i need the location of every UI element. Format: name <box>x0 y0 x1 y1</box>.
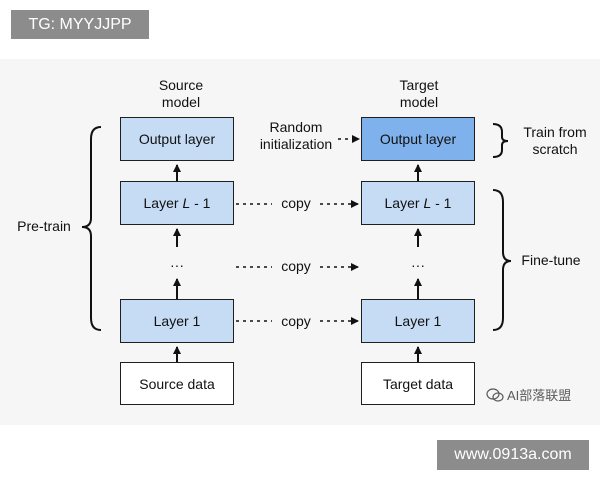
train-from-scratch-label: Train from scratch <box>516 124 594 158</box>
target-model-heading: Target model <box>374 77 464 111</box>
random-init-line2: initialization <box>259 136 333 152</box>
target-layer-first: Layer 1 <box>361 299 475 343</box>
source-heading-line2: model <box>161 94 201 110</box>
pretrain-brace <box>81 126 102 331</box>
diagram-background <box>0 59 600 425</box>
train-scratch-line2: scratch <box>532 141 578 157</box>
source-ellipsis: ··· <box>170 257 184 273</box>
source-layer-last: Layer L - 1 <box>120 181 234 225</box>
source-heading-line1: Source <box>158 77 204 93</box>
pretrain-label: Pre-train <box>17 218 71 234</box>
source-layer-first: Layer 1 <box>120 299 234 343</box>
train-scratch-line1: Train from <box>523 124 587 140</box>
finetune-label: Fine-tune <box>521 252 581 268</box>
bottom-tag: www.0913a.com <box>437 440 589 470</box>
target-data-box: Target data <box>361 362 475 405</box>
target-heading-line1: Target <box>399 77 439 93</box>
finetune-brace <box>492 189 512 331</box>
source-data-box: Source data <box>120 362 234 405</box>
source-model-heading: Source model <box>136 77 226 111</box>
target-output-layer: Output layer <box>361 117 475 161</box>
wechat-icon <box>486 387 504 402</box>
random-init-line1: Random <box>269 119 323 135</box>
random-initialization-label: Random initialization <box>248 119 344 153</box>
source-layer-last-label: Layer L - 1 <box>143 195 211 211</box>
target-layer-last-label: Layer L - 1 <box>384 195 452 211</box>
source-output-layer: Output layer <box>120 117 234 161</box>
copy-label-top: copy <box>275 195 317 212</box>
target-ellipsis: ··· <box>411 257 425 273</box>
top-tag: TG: MYYJJPP <box>11 10 149 39</box>
copy-label-bottom: copy <box>275 313 317 330</box>
watermark: AI部落联盟 <box>486 385 571 404</box>
target-heading-line2: model <box>399 94 439 110</box>
train-scratch-brace <box>492 123 509 158</box>
copy-label-middle: copy <box>275 258 317 275</box>
watermark-text: AI部落联盟 <box>507 388 572 403</box>
target-layer-last: Layer L - 1 <box>361 181 475 225</box>
